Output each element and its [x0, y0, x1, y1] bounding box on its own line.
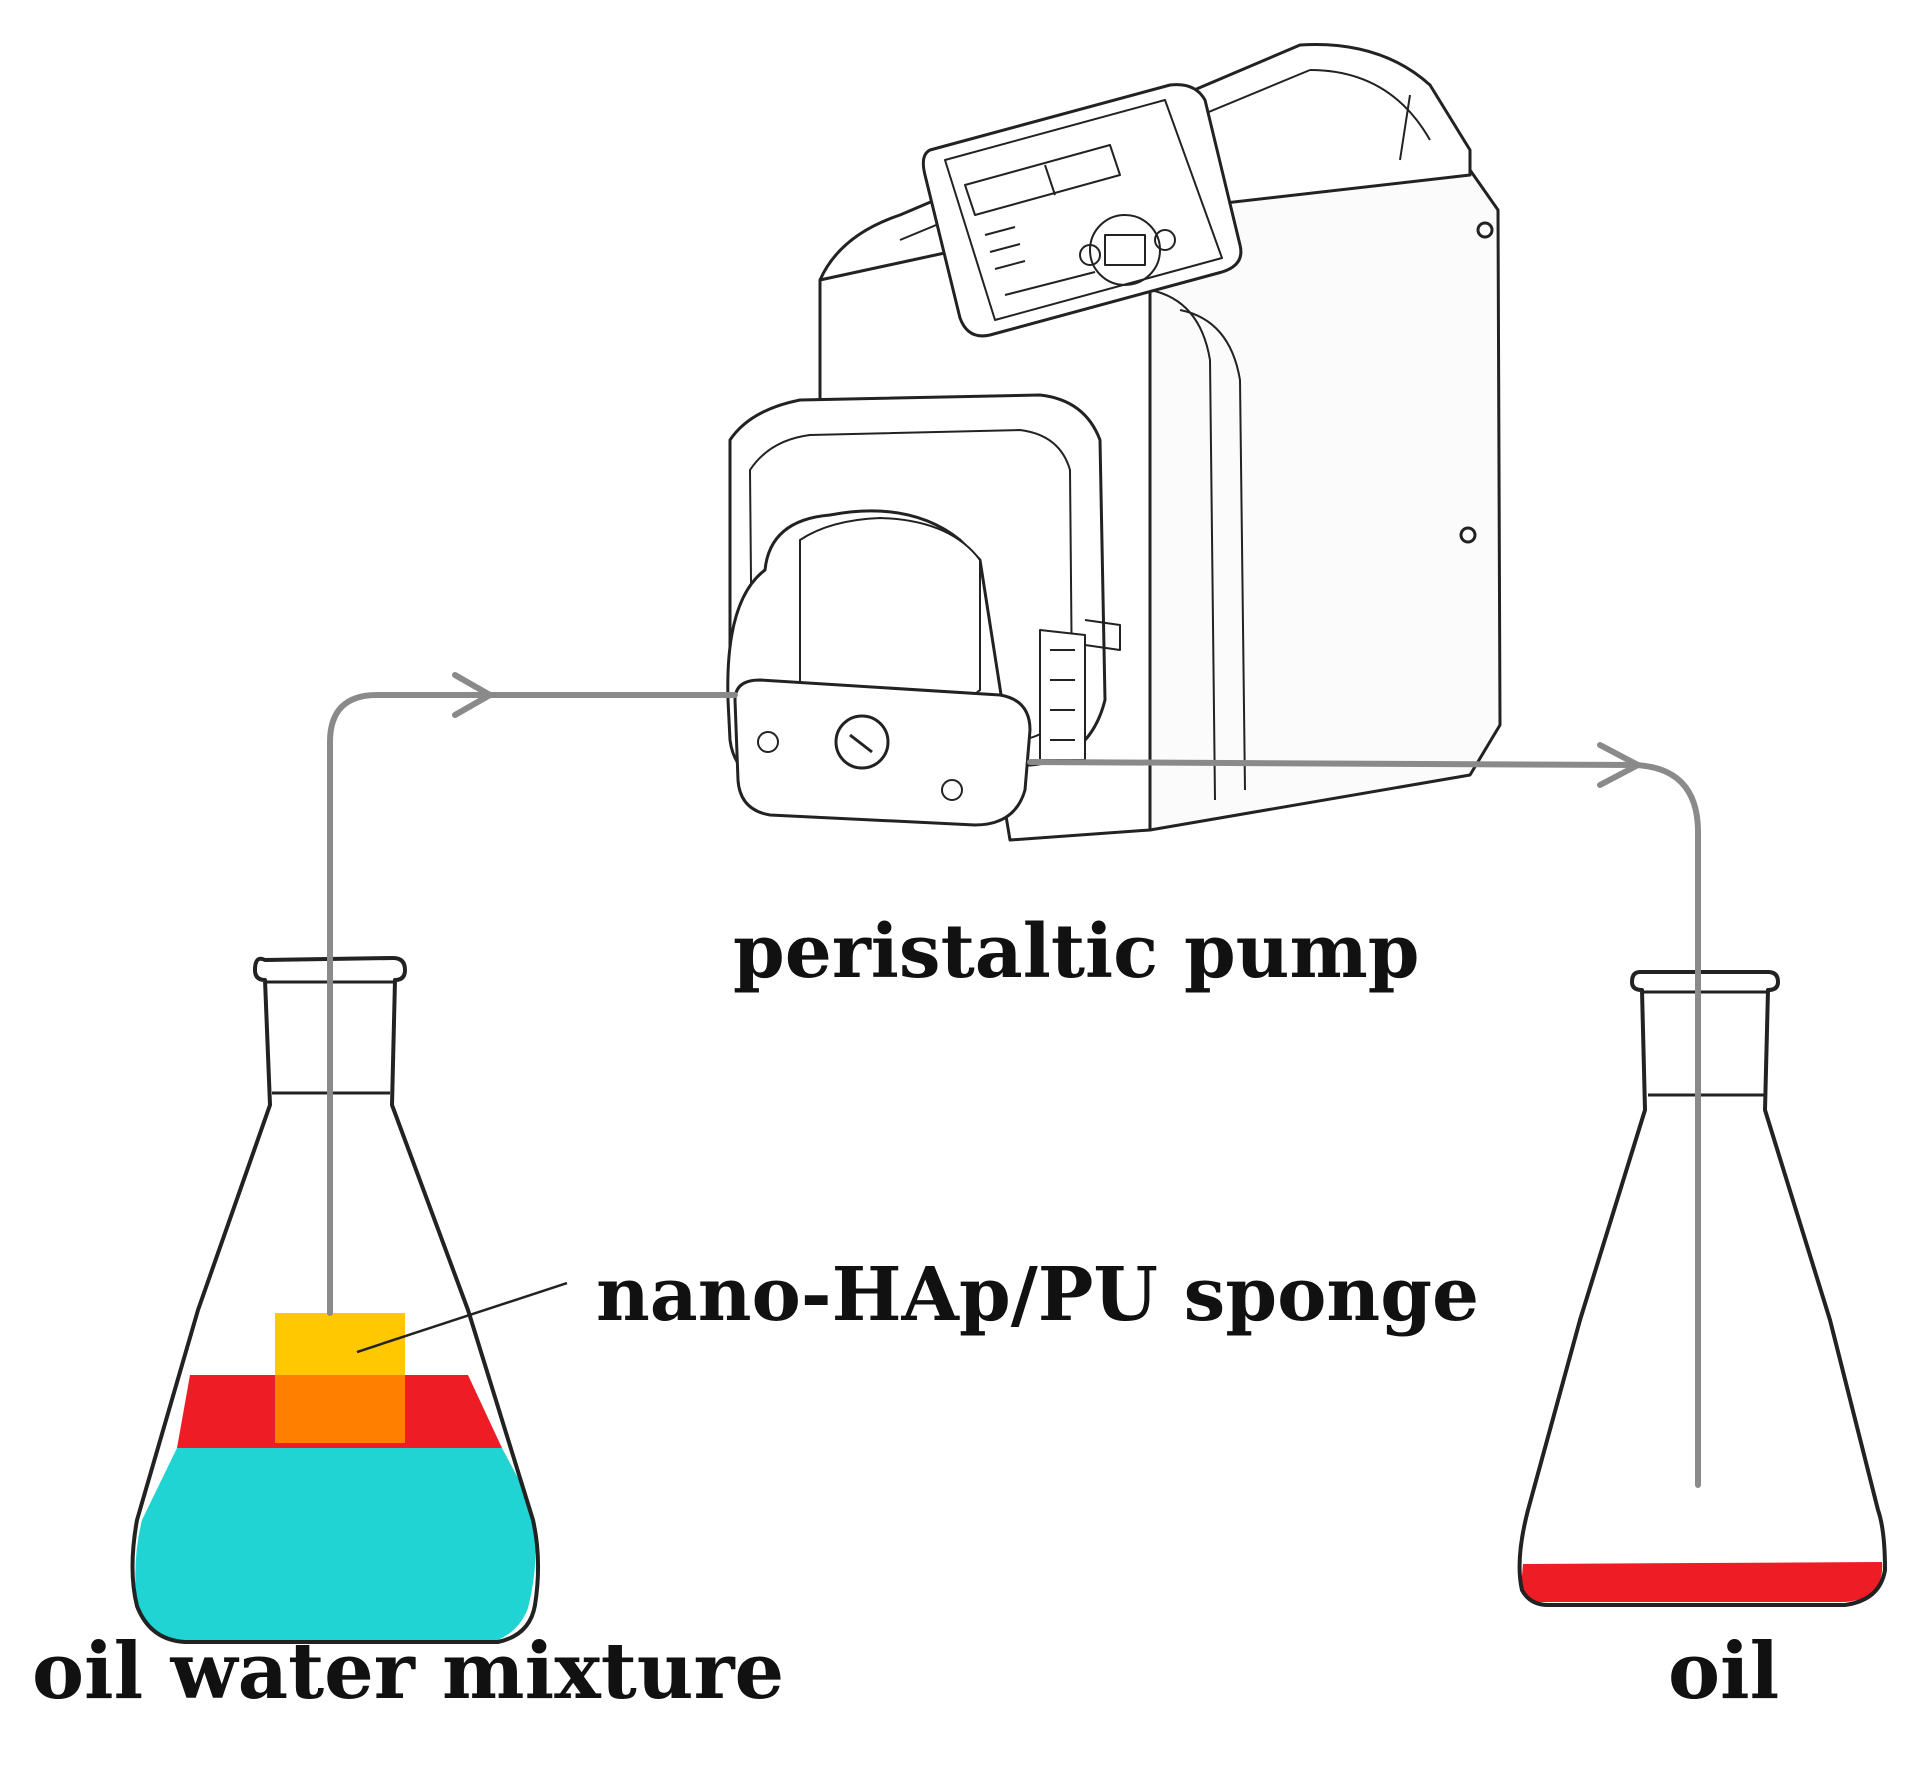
sponge-block: [275, 1313, 405, 1375]
control-panel: [921, 83, 1243, 338]
flow-arrow-inlet: [452, 672, 493, 718]
left-flask: [130, 956, 541, 1644]
pump-label: peristaltic pump: [733, 909, 1420, 995]
sponge-label: nano-HAp/PU sponge: [596, 1252, 1480, 1338]
sponge-in-oil: [275, 1375, 405, 1443]
right-flask: [1517, 970, 1887, 1607]
oil-label: oil: [1668, 1626, 1780, 1717]
collected-oil-layer: [1521, 1562, 1883, 1602]
mixture-label: oil water mixture: [32, 1626, 785, 1717]
peristaltic-pump: [726, 43, 1502, 842]
water-layer: [135, 1448, 536, 1640]
flow-arrow-outlet: [1597, 742, 1641, 788]
inlet-tube: [327, 692, 738, 1316]
outlet-tube: [1027, 759, 1701, 1488]
pump-head: [726, 393, 1121, 827]
sponge-leader-line: [356, 1281, 568, 1354]
